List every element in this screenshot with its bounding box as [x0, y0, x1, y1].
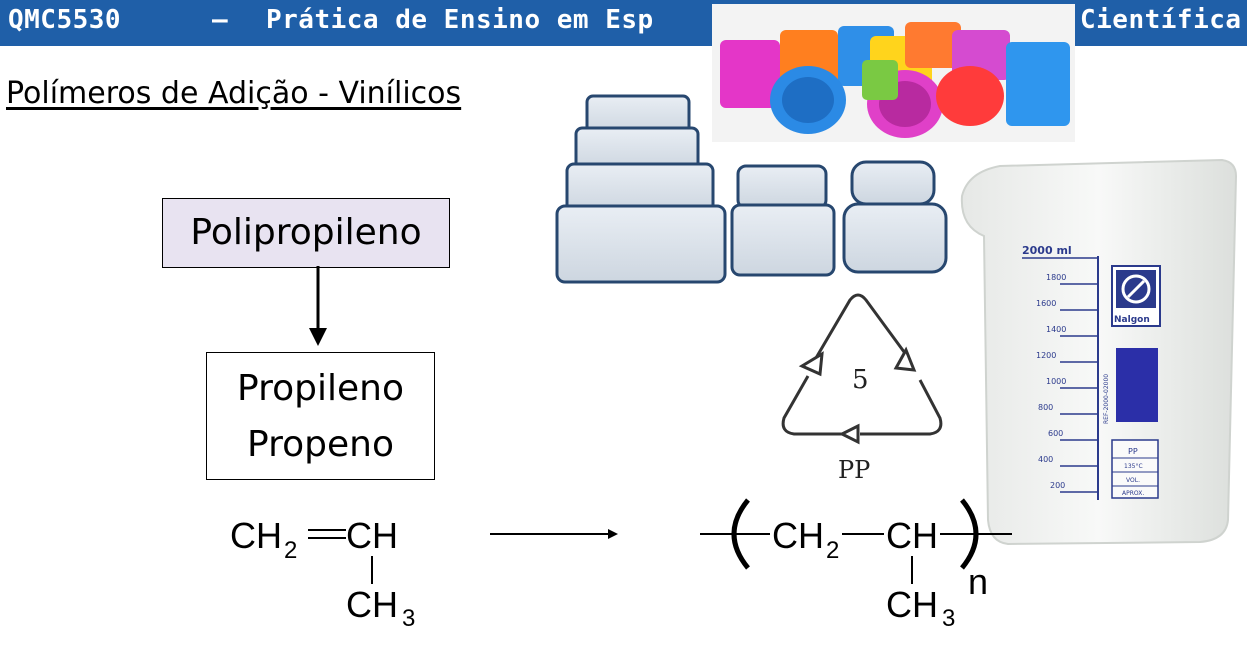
beaker-scale-1200: 1200 — [1036, 351, 1056, 360]
polymer-name: Polipropileno — [190, 212, 422, 253]
colored-cups-photo — [712, 4, 1075, 142]
beaker-scale-200: 200 — [1050, 481, 1065, 490]
polymer-ch: CH — [886, 515, 938, 556]
beaker-brand: Nalgon — [1114, 315, 1150, 325]
down-arrowhead — [309, 328, 327, 346]
polymer-name-box: Polipropileno — [162, 198, 450, 268]
recycling-code-number: 5 — [852, 365, 869, 395]
header-dash: – — [212, 5, 229, 35]
beaker-scale-1600: 1600 — [1036, 299, 1056, 308]
beaker-spec-temp: 135°C — [1124, 463, 1143, 470]
polymer-ch3-sub: 3 — [942, 605, 955, 632]
monomer-formula: CH 2 CH CH 3 — [230, 515, 415, 632]
monomer-ch3-sub: 3 — [402, 605, 415, 632]
header-title-left: Prática de Ensino em Esp — [266, 5, 654, 35]
course-code: QMC5530 — [8, 5, 122, 35]
polymer-ch2: CH — [772, 515, 824, 556]
polymer-formula: CH 2 CH CH 3 n — [700, 498, 1012, 632]
recycling-code-label: PP — [838, 456, 870, 484]
header-title-right: Científica — [1080, 5, 1242, 35]
monomer-ch2-sub: 2 — [284, 537, 297, 564]
monomer-ch: CH — [346, 515, 398, 556]
beaker-photo — [960, 158, 1238, 546]
beaker-ref: REF-2000-02000 — [1103, 374, 1110, 424]
monomer-name: Propileno — [237, 368, 404, 409]
beaker-scale-800: 800 — [1038, 403, 1053, 412]
polymer-ch3: CH — [886, 584, 938, 625]
monomer-name-box: Propileno Propeno — [206, 352, 435, 480]
beaker-scale-1400: 1400 — [1046, 325, 1066, 334]
beaker-spec-aprox: APROX. — [1122, 490, 1144, 497]
beaker-volume-label: 2000 ml — [1022, 244, 1072, 257]
recycling-symbol-icon — [781, 293, 943, 445]
beaker-scale-400: 400 — [1038, 455, 1053, 464]
beaker-spec-vol: VOL. — [1126, 477, 1140, 484]
beaker-spec-pp: PP — [1128, 447, 1138, 456]
slide-title: Polímeros de Adição - Vinílicos — [6, 76, 462, 111]
beaker-scale-1000: 1000 — [1046, 377, 1066, 386]
beaker-scale-600: 600 — [1048, 429, 1063, 438]
monomer-ch2: CH — [230, 515, 282, 556]
monomer-synonym: Propeno — [247, 424, 394, 465]
beaker-scale-1800: 1800 — [1046, 273, 1066, 282]
plastic-containers-photo — [555, 94, 948, 284]
monomer-ch3: CH — [346, 584, 398, 625]
polymer-n: n — [968, 561, 988, 602]
polymer-ch2-sub: 2 — [826, 537, 839, 564]
